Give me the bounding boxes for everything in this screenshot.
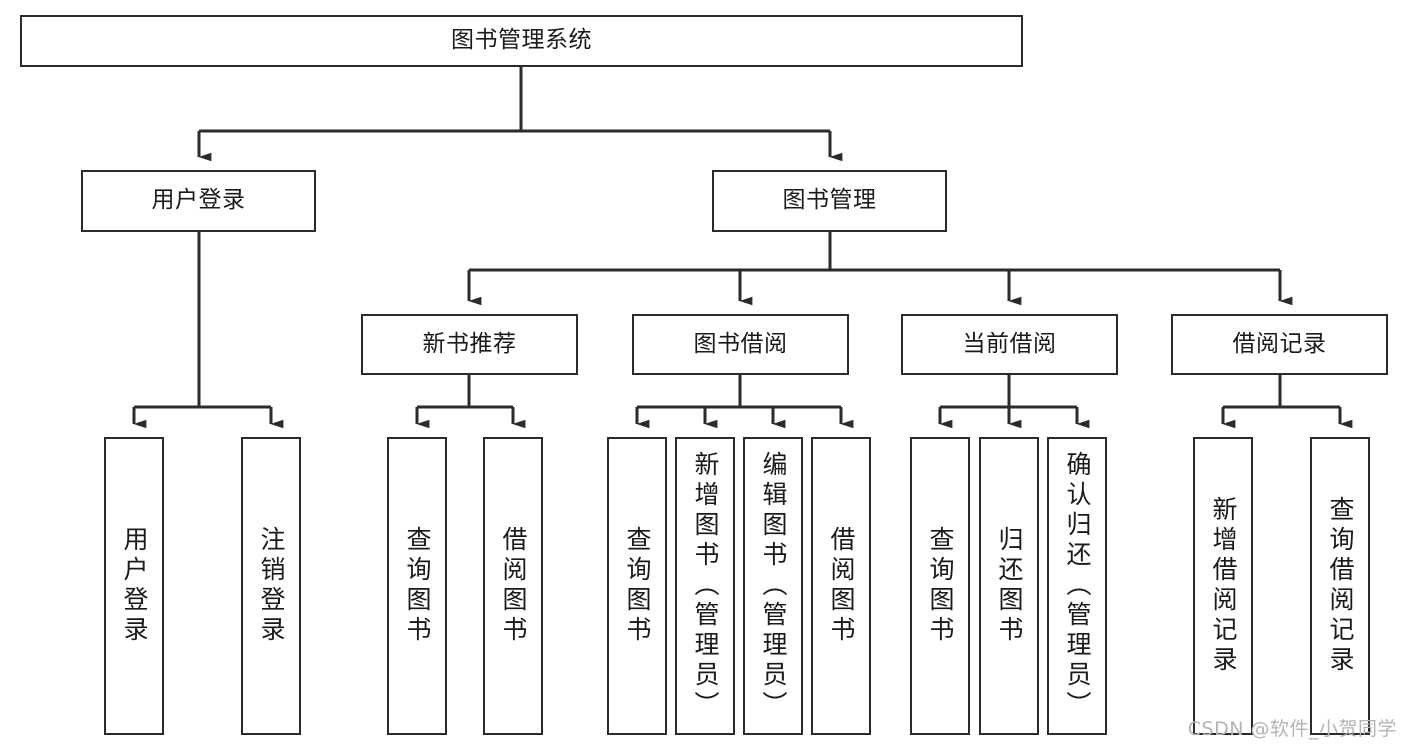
node-label: 查询图书 xyxy=(623,526,652,646)
node-leaf-add-book[interactable]: 新增图书（管理员） xyxy=(675,437,735,735)
node-label: 借阅图书 xyxy=(499,526,528,646)
node-label: 借阅图书 xyxy=(827,526,856,646)
node-leaf-user-login[interactable]: 用户登录 xyxy=(104,437,164,735)
node-new-book-recommend[interactable]: 新书推荐 xyxy=(361,314,578,375)
node-label: 编辑图书（管理员） xyxy=(759,451,788,721)
node-label: 注销登录 xyxy=(257,526,286,646)
node-leaf-add-borrow-record[interactable]: 新增借阅记录 xyxy=(1193,437,1253,735)
node-label: 图书管理系统 xyxy=(451,27,592,54)
node-user-login[interactable]: 用户登录 xyxy=(81,170,316,232)
node-label: 新书推荐 xyxy=(422,330,517,357)
node-leaf-user-logout[interactable]: 注销登录 xyxy=(241,437,301,735)
node-label: 查询图书 xyxy=(926,526,955,646)
node-label: 新增借阅记录 xyxy=(1209,496,1238,676)
node-leaf-query-book-recommend[interactable]: 查询图书 xyxy=(387,437,447,735)
node-label: 图书借阅 xyxy=(693,330,788,357)
node-book-manage[interactable]: 图书管理 xyxy=(712,170,947,232)
node-leaf-query-book-borrow[interactable]: 查询图书 xyxy=(607,437,667,735)
node-label: 当前借阅 xyxy=(962,330,1057,357)
node-leaf-confirm-return[interactable]: 确认归还（管理员） xyxy=(1047,437,1107,735)
node-leaf-query-book-current[interactable]: 查询图书 xyxy=(910,437,970,735)
watermark-csdn: CSDN @软件_小贺同学 xyxy=(1187,718,1397,740)
node-label: 用户登录 xyxy=(120,526,149,646)
node-label: 确认归还（管理员） xyxy=(1063,451,1092,721)
node-leaf-borrow-book-recommend[interactable]: 借阅图书 xyxy=(483,437,543,735)
node-label: 图书管理 xyxy=(782,187,877,214)
node-leaf-borrow-book[interactable]: 借阅图书 xyxy=(811,437,871,735)
node-label: 用户登录 xyxy=(151,187,246,214)
node-label: 查询借阅记录 xyxy=(1326,496,1355,676)
node-label: 新增图书（管理员） xyxy=(691,451,720,721)
node-leaf-query-borrow-record[interactable]: 查询借阅记录 xyxy=(1310,437,1370,735)
node-root-book-management-system[interactable]: 图书管理系统 xyxy=(20,15,1023,67)
node-borrow-record[interactable]: 借阅记录 xyxy=(1171,314,1388,375)
node-book-borrow[interactable]: 图书借阅 xyxy=(632,314,849,375)
node-label: 借阅记录 xyxy=(1232,330,1327,357)
node-label: 查询图书 xyxy=(403,526,432,646)
node-leaf-return-book[interactable]: 归还图书 xyxy=(979,437,1039,735)
node-label: 归还图书 xyxy=(995,526,1024,646)
node-leaf-edit-book[interactable]: 编辑图书（管理员） xyxy=(743,437,803,735)
node-current-borrow[interactable]: 当前借阅 xyxy=(901,314,1118,375)
